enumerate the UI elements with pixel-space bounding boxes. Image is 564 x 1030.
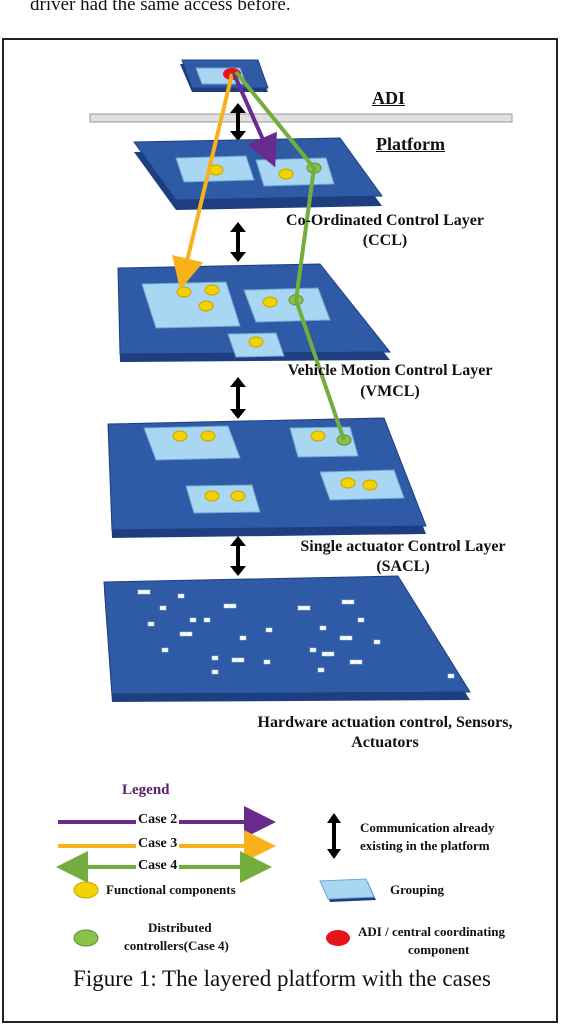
functional-components <box>172 164 378 502</box>
communication-arrow-4 <box>230 536 246 576</box>
sacl-label-line2: (SACL) <box>376 558 430 575</box>
sacl-label-line1: Single actuator Control Layer <box>300 538 506 555</box>
communication-arrow-2 <box>230 222 246 262</box>
case2-arrow <box>232 73 277 168</box>
legend-communication-line1: Communication already <box>360 820 495 835</box>
legend-distributed-line2: controllers(Case 4) <box>124 938 229 953</box>
legend-adi-swatch <box>326 930 350 946</box>
legend-functional-swatch <box>73 881 99 899</box>
legend-grouping-swatch <box>319 878 376 902</box>
adi-label: ADI <box>372 88 406 108</box>
ccl-label-line1: Co-Ordinated Control Layer <box>286 212 484 229</box>
case4-path <box>234 70 346 441</box>
legend-functional-label: Functional components <box>106 882 236 897</box>
legend-communication-arrow <box>327 813 341 859</box>
legend-case2-label: Case 2 <box>136 812 180 828</box>
ccl-label-line2: (CCL) <box>362 232 408 249</box>
figure-caption: Figure 1: The layered platform with the … <box>73 966 491 991</box>
legend-title: Legend <box>122 782 170 798</box>
legend-graphics <box>56 806 376 947</box>
legend-case4-label: Case 4 <box>136 858 180 874</box>
legend-distributed-swatch <box>73 929 99 947</box>
legend-distributed-line1: Distributed <box>148 920 212 935</box>
hardware-label-line2: Actuators <box>351 734 419 751</box>
communication-arrow-1 <box>230 103 246 141</box>
figure-frame <box>2 38 558 1023</box>
legend-adi-line1: ADI / central coordinating <box>358 924 505 939</box>
legend-case3-label: Case 3 <box>136 836 180 852</box>
vmcl-label-line2: (VMCL) <box>360 383 420 400</box>
sacl-layer-plate <box>107 417 427 538</box>
platform-separator-bar <box>89 113 513 123</box>
vmcl-label-line1: Vehicle Motion Control Layer <box>287 362 493 379</box>
preceding-text-fragment: driver had the same access before. <box>30 0 291 15</box>
legend-adi-line2: component <box>408 942 470 957</box>
case3-arrow <box>172 73 234 290</box>
communication-arrow-3 <box>230 377 246 419</box>
ccl-layer-plate <box>133 137 383 210</box>
hardware-label-line1: Hardware actuation control, Sensors, <box>257 714 513 731</box>
hardware-sensor-markers <box>137 589 455 679</box>
platform-label: Platform <box>376 134 445 154</box>
hardware-layer-plate <box>103 575 471 702</box>
legend-communication-line2: existing in the platform <box>360 838 490 853</box>
legend-grouping-label: Grouping <box>390 882 444 897</box>
